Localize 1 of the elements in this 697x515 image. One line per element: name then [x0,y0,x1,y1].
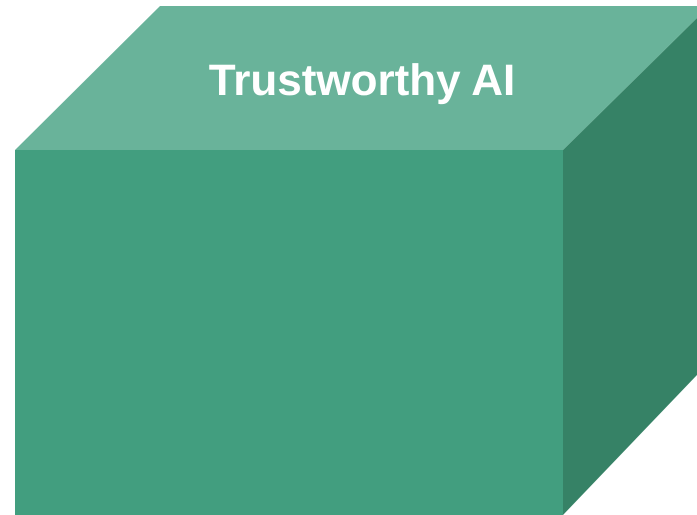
title-text: Trustworthy AI [208,56,516,106]
